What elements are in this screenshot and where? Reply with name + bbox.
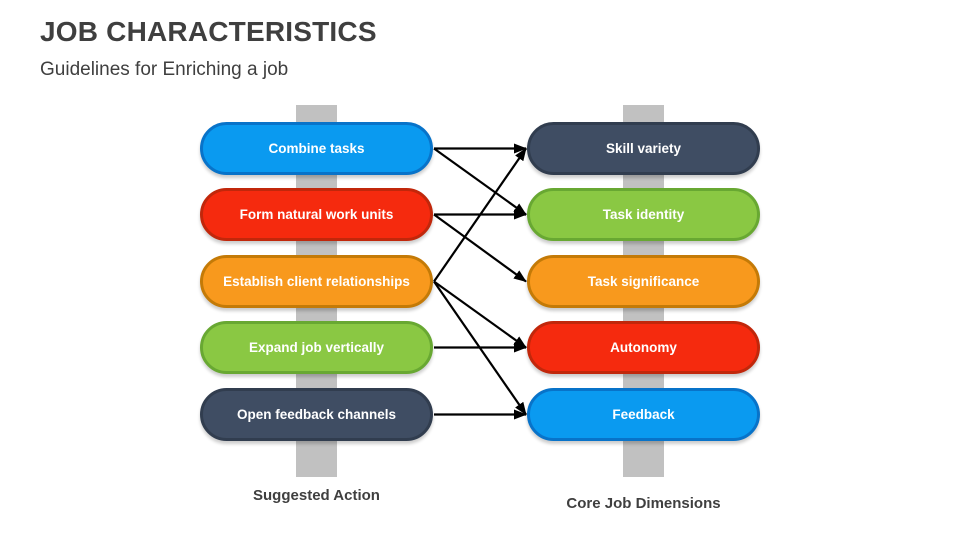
box-label: Feedback [612,407,675,422]
dimension-box-feedback: Feedback [527,388,760,441]
core-job-dimensions-label: Core Job Dimensions [566,495,721,512]
page-title: JOB CHARACTERISTICS [40,16,377,47]
connector-line [433,280,527,349]
dimension-box-skill-variety: Skill variety [527,122,760,175]
connector-line [433,213,527,283]
suggested-action-label: Suggested Action [253,487,380,504]
box-label: Task significance [587,274,700,289]
box-label: Establish client relationships [223,274,410,289]
action-box-open-feedback-channels: Open feedback channels [200,388,433,441]
dimension-box-autonomy: Autonomy [527,321,760,374]
action-box-expand-job-vertically: Expand job vertically [200,321,433,374]
dimension-box-task-significance: Task significance [527,255,760,308]
box-label: Task identity [602,207,685,222]
connector-line [433,147,527,216]
connector-line [433,280,527,416]
dimension-box-task-identity: Task identity [527,188,760,241]
action-box-establish-client-relationships: Establish client relationships [200,255,433,308]
box-label: Expand job vertically [248,340,385,355]
page-subtitle: Guidelines for Enriching a job [40,59,289,80]
box-label: Open feedback channels [236,407,397,422]
action-box-combine-tasks: Combine tasks [200,122,433,175]
box-label: Autonomy [610,340,677,355]
box-label: Skill variety [605,141,682,156]
box-label: Combine tasks [268,141,365,156]
connector-line [433,147,527,283]
action-box-form-natural-work-units: Form natural work units [200,188,433,241]
box-label: Form natural work units [239,207,394,222]
